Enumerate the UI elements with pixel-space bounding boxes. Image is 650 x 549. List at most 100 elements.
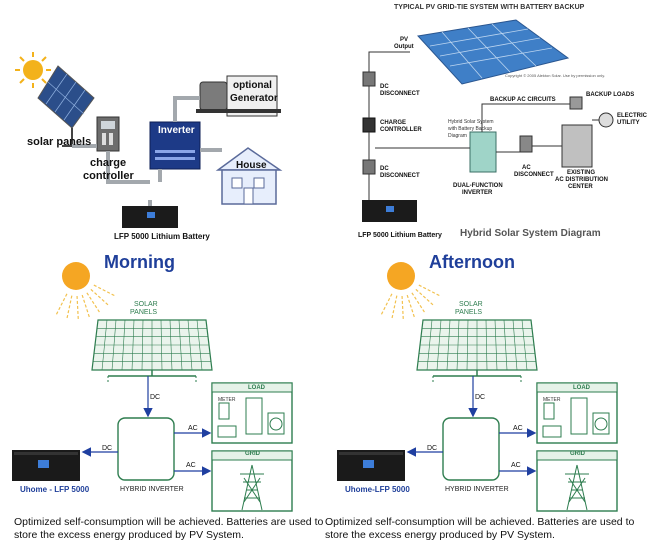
house-label: House <box>236 160 267 171</box>
panel-grid-line <box>446 319 451 371</box>
panel-grid-line <box>131 319 135 371</box>
generator-icon <box>196 75 281 117</box>
sun-ray <box>90 288 110 306</box>
battery-top <box>14 452 78 455</box>
scenario-caption: Optimized self-consumption will be achie… <box>14 516 324 541</box>
hybrid-inverter-label: HYBRID INVERTER <box>445 486 509 493</box>
panel-grid-line <box>160 319 163 371</box>
panel-grid-line <box>503 319 508 371</box>
sun-ray <box>401 295 404 320</box>
sun-ray <box>406 294 416 319</box>
panel-grid-line <box>141 319 144 371</box>
charge-label: charge <box>90 157 127 169</box>
off-grid-drawing <box>15 52 283 228</box>
charge-controller-label-2: CONTROLLER <box>380 127 422 133</box>
washer-door-icon <box>269 417 283 431</box>
grid-tie-diagram: TYPICAL PV GRID-TIE SYSTEM WITH BATTERY … <box>330 0 650 250</box>
dc-disconnect-1-icon <box>362 71 376 87</box>
charge-controller-icon <box>96 116 120 152</box>
panel-grid-line <box>521 319 528 371</box>
battery-label: Uhome - LFP 5000 <box>20 485 90 494</box>
ac-disconnect-icon <box>519 135 533 153</box>
ac-load-label: AC <box>513 425 523 432</box>
grid-label: GRID <box>570 451 585 457</box>
sun-ray <box>76 295 79 320</box>
solar-panels-label: solar panels <box>27 136 92 148</box>
panel-grid-line <box>466 319 469 371</box>
transmission-tower-icon <box>565 464 589 511</box>
meter-icon <box>543 402 555 420</box>
generator-label: Generator <box>230 93 278 104</box>
load-label: LOAD <box>573 385 590 391</box>
battery-display <box>38 460 49 468</box>
sun-ray <box>81 294 91 319</box>
sun-ray <box>55 293 68 316</box>
dc-top-label: DC <box>475 394 486 401</box>
ac-disconnect-label-1: AC <box>522 165 531 171</box>
battery-label: Uhome-LFP 5000 <box>345 485 410 494</box>
backup-ac-circuits-label: BACKUP AC CIRCUITS <box>490 97 556 103</box>
backup-loads-icon <box>569 96 583 110</box>
tv-icon <box>542 425 562 438</box>
solar-panels-label-1: SOLAR <box>459 301 483 308</box>
solar-panels-label-1: SOLAR <box>134 301 158 308</box>
load-label: LOAD <box>248 385 265 391</box>
charge-controller-label-1: CHARGE <box>380 120 407 126</box>
sun-ray <box>391 295 398 320</box>
electric-utility-label-2: UTILITY <box>617 120 640 126</box>
ac-distribution-center-icon <box>561 124 593 168</box>
ac-grid-label: AC <box>511 462 521 469</box>
load-header <box>536 382 618 393</box>
copyright-text: Copyright © 2005 Alekton Solar. Use by p… <box>505 73 606 78</box>
fridge-icon <box>245 397 263 435</box>
panel-grid-line <box>426 319 433 371</box>
dc-disconnect-1-label-1: DC <box>380 84 389 90</box>
battery-icon <box>122 206 178 228</box>
electric-utility-label-1: ELECTRIC <box>617 113 647 119</box>
solar-panel-icon <box>37 65 95 147</box>
off-grid-diagram: solar panels charge controller Inverter … <box>0 0 330 250</box>
house-icon <box>215 147 283 205</box>
meter-label: METER <box>218 397 236 403</box>
existing-label-2: AC DISTRIBUTION <box>555 177 608 183</box>
sun-ray <box>380 293 393 316</box>
panel-grid-line <box>512 319 518 371</box>
scenario-drawing <box>337 262 618 512</box>
hybrid-inverter-icon <box>442 417 500 481</box>
ac-load-label: AC <box>188 425 198 432</box>
hybrid-inverter-label: HYBRID INVERTER <box>120 486 184 493</box>
scenario-drawing <box>12 262 293 512</box>
controller-label: controller <box>83 170 134 182</box>
dc-disconnect-2-label-1: DC <box>380 166 389 172</box>
sun-ray <box>415 288 435 306</box>
dc-battery-label: DC <box>427 445 438 452</box>
existing-label-3: CENTER <box>568 184 593 190</box>
dual-function-inverter-icon <box>469 131 497 173</box>
fridge-icon <box>570 397 588 435</box>
hybrid-note-3: Diagram <box>448 133 467 139</box>
panel-grid-line <box>187 319 193 371</box>
existing-label-1: EXISTING <box>567 170 596 176</box>
pv-output-label-1: PV <box>400 37 409 43</box>
pv-output-label-2: Output <box>394 44 414 50</box>
grid-header <box>211 450 293 461</box>
grid-tie-title: TYPICAL PV GRID-TIE SYSTEM WITH BATTERY … <box>394 4 585 11</box>
diagram-title: Hybrid Solar System Diagram <box>460 228 601 239</box>
solar-panels-label-2: PANELS <box>455 309 483 316</box>
sun-icon <box>387 262 415 290</box>
solar-array-icon <box>417 19 570 85</box>
dc-disconnect-1-label-2: DISCONNECT <box>380 91 420 97</box>
dc-disconnect-2-icon <box>362 159 376 175</box>
utility-meter-icon <box>598 112 614 128</box>
battery-display <box>363 460 374 468</box>
panel-grid-line <box>178 319 183 371</box>
battery-top <box>339 452 403 455</box>
panel-grid-line <box>101 319 108 371</box>
panel-grid-line <box>485 319 488 371</box>
panel-grid-line <box>111 319 117 371</box>
grid-header <box>536 450 618 461</box>
solar-panels-label-2: PANELS <box>130 309 158 316</box>
tv-icon <box>217 425 237 438</box>
sun-icon <box>62 262 90 290</box>
inverter-icon <box>149 121 201 170</box>
